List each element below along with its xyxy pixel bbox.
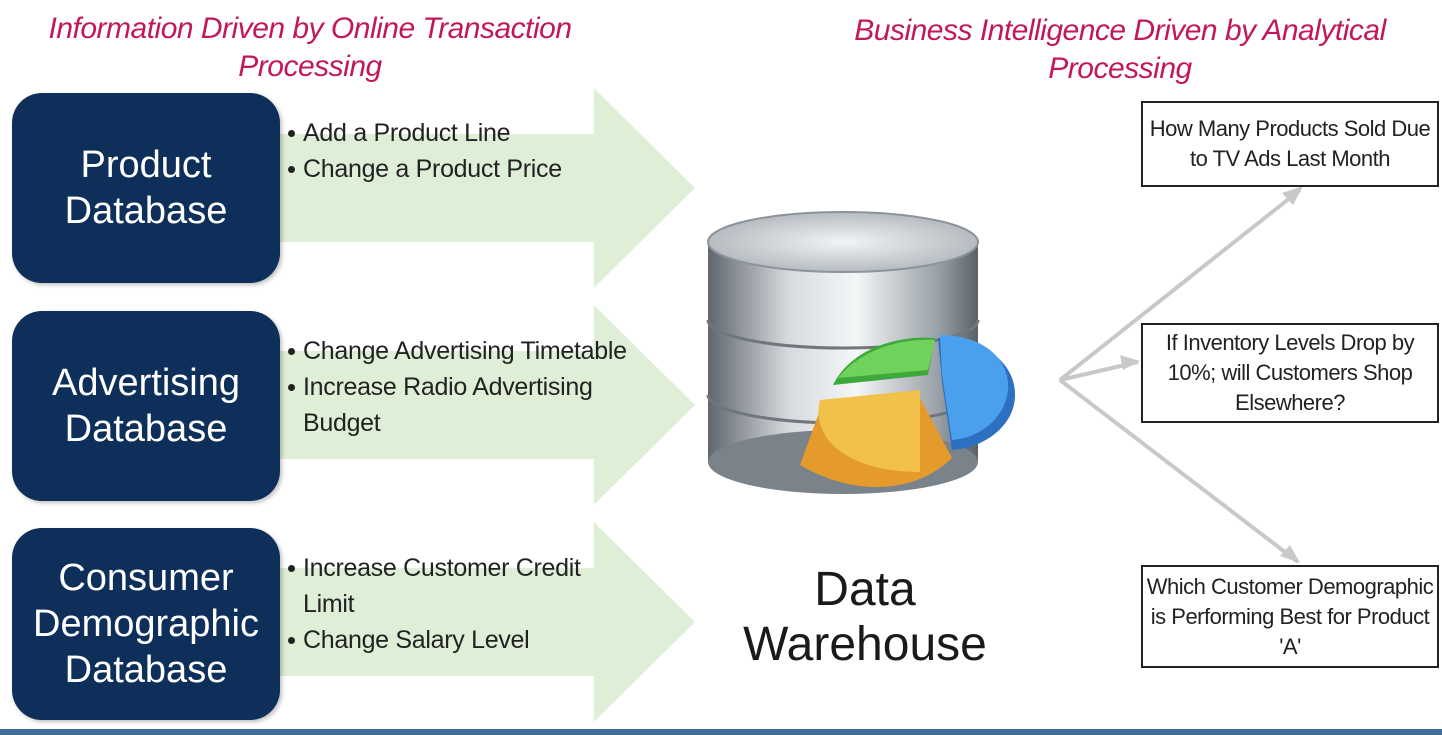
transaction-item: Add a Product Line [288,115,668,151]
advertising-transactions-list: Change Advertising Timetable Increase Ra… [288,333,628,441]
transaction-item: Change Salary Level [288,622,628,658]
question-box-demographic: Which Customer Demographic is Performing… [1141,565,1439,668]
heading-analytical: Business Intelligence Driven by Analytic… [854,14,1386,85]
product-transactions-list: Add a Product Line Change a Product Pric… [288,115,668,187]
connector-to-question-2 [1059,360,1139,382]
data-warehouse-label-line1: Data [814,563,916,616]
pie-chart-icon [800,335,1015,488]
data-warehouse-label-line2: Warehouse [743,618,987,671]
advertising-database-box: Advertising Database [12,311,280,501]
data-warehouse-label: Data Warehouse [730,562,1000,672]
arrowhead-icon [1282,186,1303,205]
product-database-box: Product Database [12,93,280,283]
advertising-database-label-line2: Database [64,408,228,450]
transaction-item: Increase Radio Advertising Budget [288,369,628,441]
question-box-inventory: If Inventory Levels Drop by 10%; will Cu… [1141,323,1439,423]
product-database-label-line2: Database [64,190,228,232]
arrowhead-icon [1280,545,1300,563]
advertising-database-label-line1: Advertising [52,362,240,404]
consumer-transactions-list: Increase Customer Credit Limit Change Sa… [288,550,628,658]
transaction-item: Increase Customer Credit Limit [288,550,628,622]
consumer-demographic-database-box: Consumer Demographic Database [12,528,280,720]
product-database-label-line1: Product [80,144,212,186]
arrowhead-icon [1120,355,1140,370]
heading-oltp: Information Driven by Online Transaction… [48,12,572,83]
consumer-database-label-line3: Database [64,649,228,691]
transaction-item: Change Advertising Timetable [288,333,628,369]
question-text: How Many Products Sold Due to TV Ads Las… [1149,116,1431,171]
transaction-item: Change a Product Price [288,151,668,187]
data-warehouse-icon [706,211,1015,494]
consumer-database-label-line2: Demographic [33,603,259,645]
question-box-tv-ads: How Many Products Sold Due to TV Ads Las… [1141,101,1439,187]
question-text: Which Customer Demographic is Performing… [1146,573,1434,659]
consumer-database-label-line1: Consumer [58,557,234,599]
bottom-rule [0,729,1442,735]
question-text: If Inventory Levels Drop by 10%; will Cu… [1165,330,1415,415]
